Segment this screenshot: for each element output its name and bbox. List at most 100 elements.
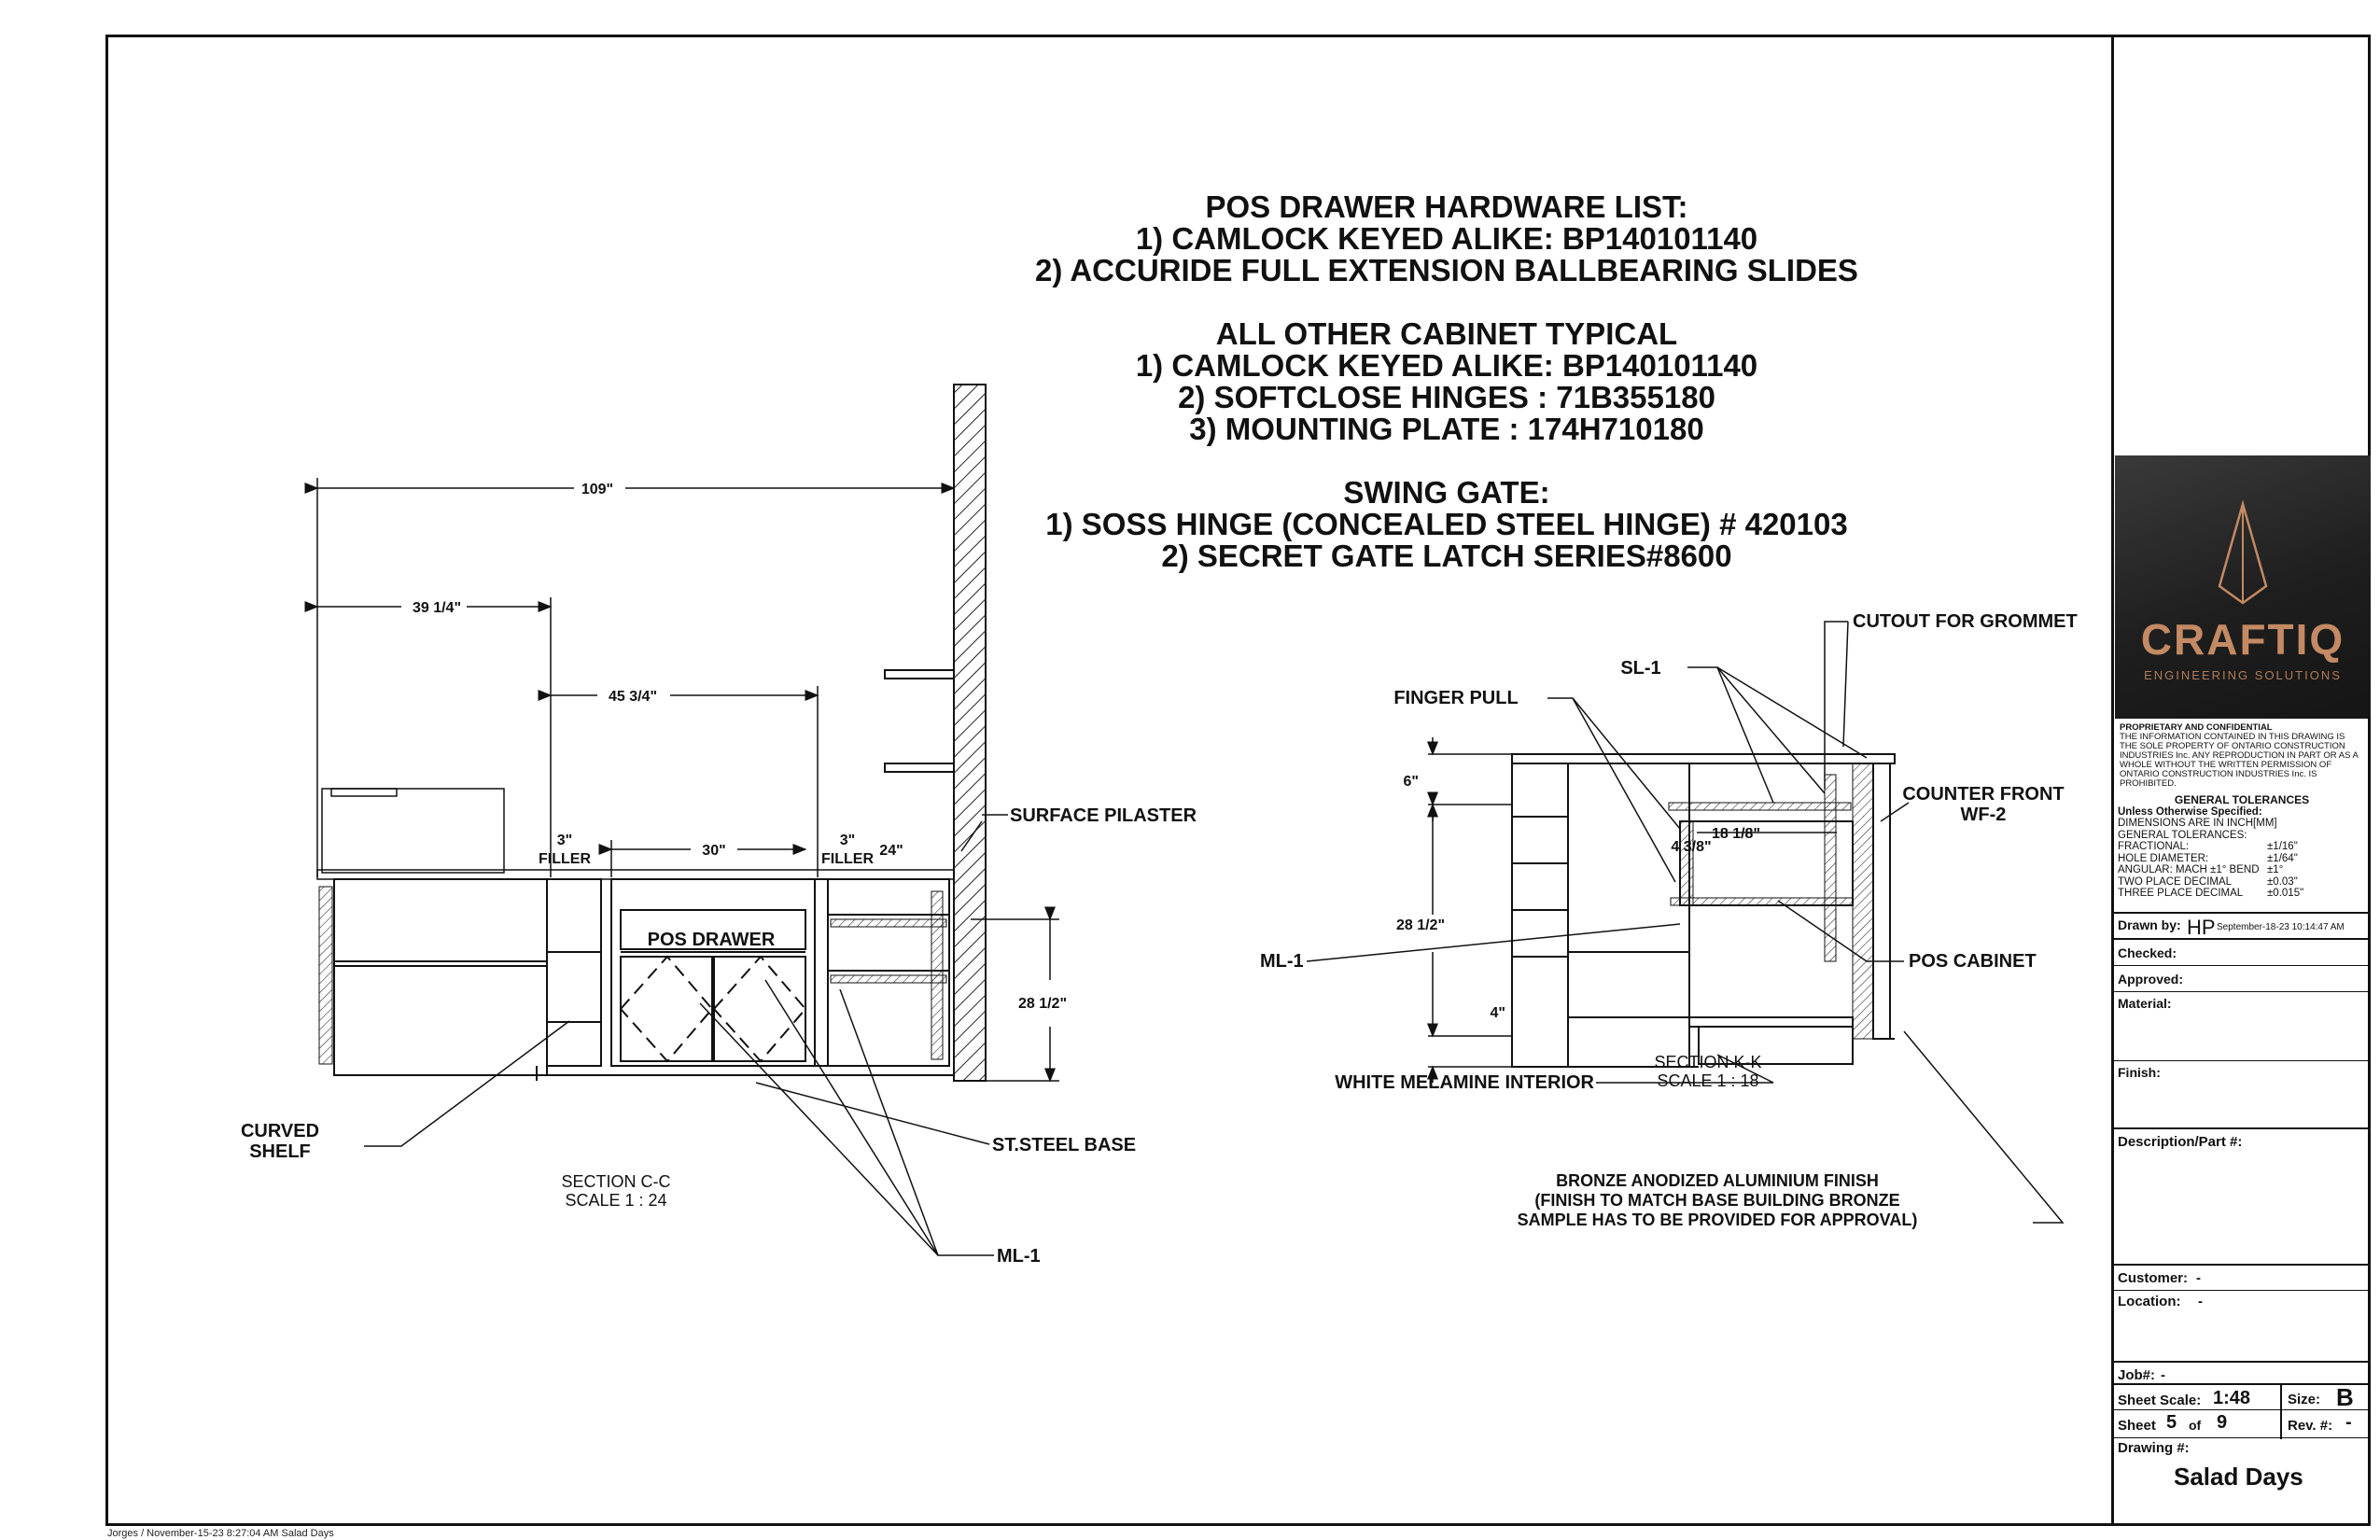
checked-cell: Checked:: [2114, 938, 2369, 965]
tolerance-row: GENERAL TOLERANCES:: [2118, 829, 2247, 841]
drawn-by-label: Drawn by:: [2118, 917, 2181, 932]
proprietary-title: PROPRIETARY AND CONFIDENTIAL: [2120, 722, 2273, 733]
curved-shelf-callout-2: SHELF: [249, 1141, 311, 1162]
material-label: Material:: [2118, 996, 2172, 1011]
other-cabinet-list: ALL OTHER CABINET TYPICAL 1) CAMLOCK KEY…: [933, 318, 1960, 445]
sheet-scale-label: Sheet Scale:: [2118, 1393, 2202, 1408]
finish-cell: Finish:: [2114, 1060, 2369, 1127]
rev-label: Rev. #:: [2288, 1418, 2333, 1434]
pos-hardware-list: POS DRAWER HARDWARE LIST: 1) CAMLOCK KEY…: [933, 191, 1960, 287]
material-cell: Material:: [2114, 991, 2369, 1060]
description-cell: Description/Part #:: [2114, 1127, 2369, 1264]
location-cell: Location: -: [2114, 1290, 2369, 1361]
tolerance-row: FRACTIONAL:±1/16": [2118, 841, 2298, 852]
of-label: of: [2189, 1418, 2202, 1433]
general-tolerances: GENERAL TOLERANCES Unless Otherwise Spec…: [2118, 794, 2366, 900]
size-value: B: [2336, 1383, 2354, 1411]
section-kk-caption: SECTION K-K: [1654, 1053, 1761, 1071]
bronze-note-1: BRONZE ANODIZED ALUMINIUM FINISH: [1556, 1171, 1879, 1190]
approved-label: Approved:: [2118, 972, 2183, 987]
logo-subtitle: ENGINEERING SOLUTIONS: [2144, 668, 2342, 682]
dim-28-1-2-kk: 28 1/2": [1396, 917, 1445, 933]
sheet-scale-value: 1:48: [2213, 1388, 2251, 1408]
dim-30: 30": [702, 843, 725, 859]
tolerance-row: HOLE DIAMETER:±1/64": [2118, 852, 2298, 864]
section-cc-caption: SECTION C-C: [562, 1172, 671, 1191]
logo-name: CRAFTIQ: [2140, 615, 2345, 664]
location-value: -: [2198, 1294, 2203, 1309]
hardware-notes: POS DRAWER HARDWARE LIST: 1) CAMLOCK KEY…: [933, 191, 1960, 604]
dim-4: 4": [1491, 1005, 1505, 1021]
filler1-label: FILLER: [539, 851, 591, 867]
dim-4-3-8: 4 3/8": [1671, 839, 1711, 855]
description-label: Description/Part #:: [2118, 1134, 2243, 1150]
customer-label: Customer:: [2118, 1270, 2189, 1286]
sheet-scale-cell: Sheet Scale: 1:48 Size: B: [2114, 1383, 2369, 1439]
dim-39-1-4: 39 1/4": [413, 600, 461, 616]
section-cc-labels: 109" 39 1/4" 45 3/4" 3" FILLER 30" 3" FI…: [241, 482, 1197, 1267]
note-item: 2) ACCURIDE FULL EXTENSION BALLBEARING S…: [1035, 253, 1858, 287]
drawing-number-cell: Drawing #: Salad Days: [2114, 1437, 2369, 1523]
ml1-callout-kk: ML-1: [1260, 951, 1304, 972]
company-logo: CRAFTIQ ENGINEERING SOLUTIONS: [2115, 455, 2371, 719]
filler2-label: FILLER: [821, 851, 874, 867]
tolerance-row: TWO PLACE DECIMAL±0.03": [2118, 875, 2298, 888]
sheet-number: 5: [2166, 1412, 2177, 1433]
section-kk-scale: SCALE 1 : 18: [1657, 1071, 1758, 1090]
dim-filler1: 3": [557, 833, 572, 848]
bronze-note-2: (FINISH TO MATCH BASE BUILDING BRONZE: [1534, 1191, 1899, 1210]
drawing-number-label: Drawing #:: [2118, 1440, 2190, 1456]
sheet-label: Sheet: [2118, 1418, 2156, 1434]
dim-28-1-2: 28 1/2": [1018, 996, 1067, 1012]
note-title: POS DRAWER HARDWARE LIST:: [1205, 189, 1688, 224]
note-title: SWING GATE:: [1343, 475, 1550, 510]
swing-gate-list: SWING GATE: 1) SOSS HINGE (CONCEALED STE…: [933, 477, 1960, 572]
sheet-number-cell: Sheet 5 of 9 Rev. #: -: [2114, 1409, 2369, 1437]
drawing-number-value: Salad Days: [2174, 1463, 2303, 1491]
dim-24: 24": [879, 843, 903, 859]
customer-cell: Customer: -: [2114, 1264, 2369, 1290]
tolerance-row: THREE PLACE DECIMAL±0.015": [2118, 888, 2304, 899]
finger-pull-callout: FINGER PULL: [1393, 688, 1518, 708]
counter-front-callout: COUNTER FRONT: [1902, 784, 2064, 805]
job-label: Job#:: [2118, 1367, 2156, 1383]
pos-cabinet-callout: POS CABINET: [1909, 951, 2037, 972]
tolerance-row: DIMENSIONS ARE IN INCH[MM]: [2118, 818, 2277, 829]
sl1-callout: SL-1: [1620, 658, 1660, 679]
cell-divider: [2280, 1385, 2282, 1439]
pyramid-logo-icon: [2218, 499, 2268, 605]
proprietary-notice: PROPRIETARY AND CONFIDENTIAL THE INFORMA…: [2120, 723, 2364, 789]
curved-shelf-callout: CURVED: [241, 1121, 319, 1141]
dim-18-1-8: 18 1/8": [1712, 826, 1760, 842]
drawn-by-value: HP: [2187, 916, 2216, 939]
white-melamine-callout: WHITE MELAMINE INTERIOR: [1335, 1072, 1594, 1093]
note-item: 1) CAMLOCK KEYED ALIKE: BP140101140: [1135, 221, 1758, 256]
note-item: 1) CAMLOCK KEYED ALIKE: BP140101140: [1135, 348, 1758, 383]
steel-base-callout: ST.STEEL BASE: [992, 1135, 1136, 1155]
dim-6: 6": [1404, 774, 1419, 790]
section-kk-view: [1511, 753, 1896, 1068]
proprietary-text: THE INFORMATION CONTAINED IN THIS DRAWIN…: [2120, 732, 2359, 789]
dim-45-3-4: 45 3/4": [609, 689, 657, 705]
dim-filler2: 3": [840, 833, 855, 848]
tolerance-row: ANGULAR: MACH ±1° BEND±1°: [2118, 864, 2284, 875]
tolerances-title: GENERAL TOLERANCES: [2174, 793, 2310, 806]
note-item: 1) SOSS HINGE (CONCEALED STEEL HINGE) # …: [1045, 507, 1848, 541]
section-kk-dimensions: [1306, 621, 2065, 1224]
checked-label: Checked:: [2118, 945, 2177, 960]
plot-stamp: Jorges / November-15-23 8:27:04 AM Salad…: [107, 1528, 334, 1539]
note-item: 2) SOFTCLOSE HINGES : 71B355180: [1178, 380, 1715, 414]
location-label: Location:: [2118, 1294, 2181, 1309]
drawn-by-cell: Drawn by: HP September-18-23 10:14:47 AM: [2114, 912, 2369, 939]
section-cc-scale: SCALE 1 : 24: [565, 1191, 666, 1210]
size-label: Size:: [2288, 1392, 2321, 1407]
bronze-note-3: SAMPLE HAS TO BE PROVIDED FOR APPROVAL): [1518, 1211, 1918, 1229]
drawn-date: September-18-23 10:14:47 AM: [2217, 922, 2345, 932]
surface-pilaster-callout: SURFACE PILASTER: [1010, 805, 1197, 826]
pos-drawer-label: POS DRAWER: [648, 930, 776, 950]
sheet-border: [105, 35, 2371, 1526]
dim-109: 109": [581, 482, 613, 497]
rev-value: -: [2345, 1412, 2352, 1433]
note-item: 2) SECRET GATE LATCH SERIES#8600: [1161, 539, 1732, 573]
